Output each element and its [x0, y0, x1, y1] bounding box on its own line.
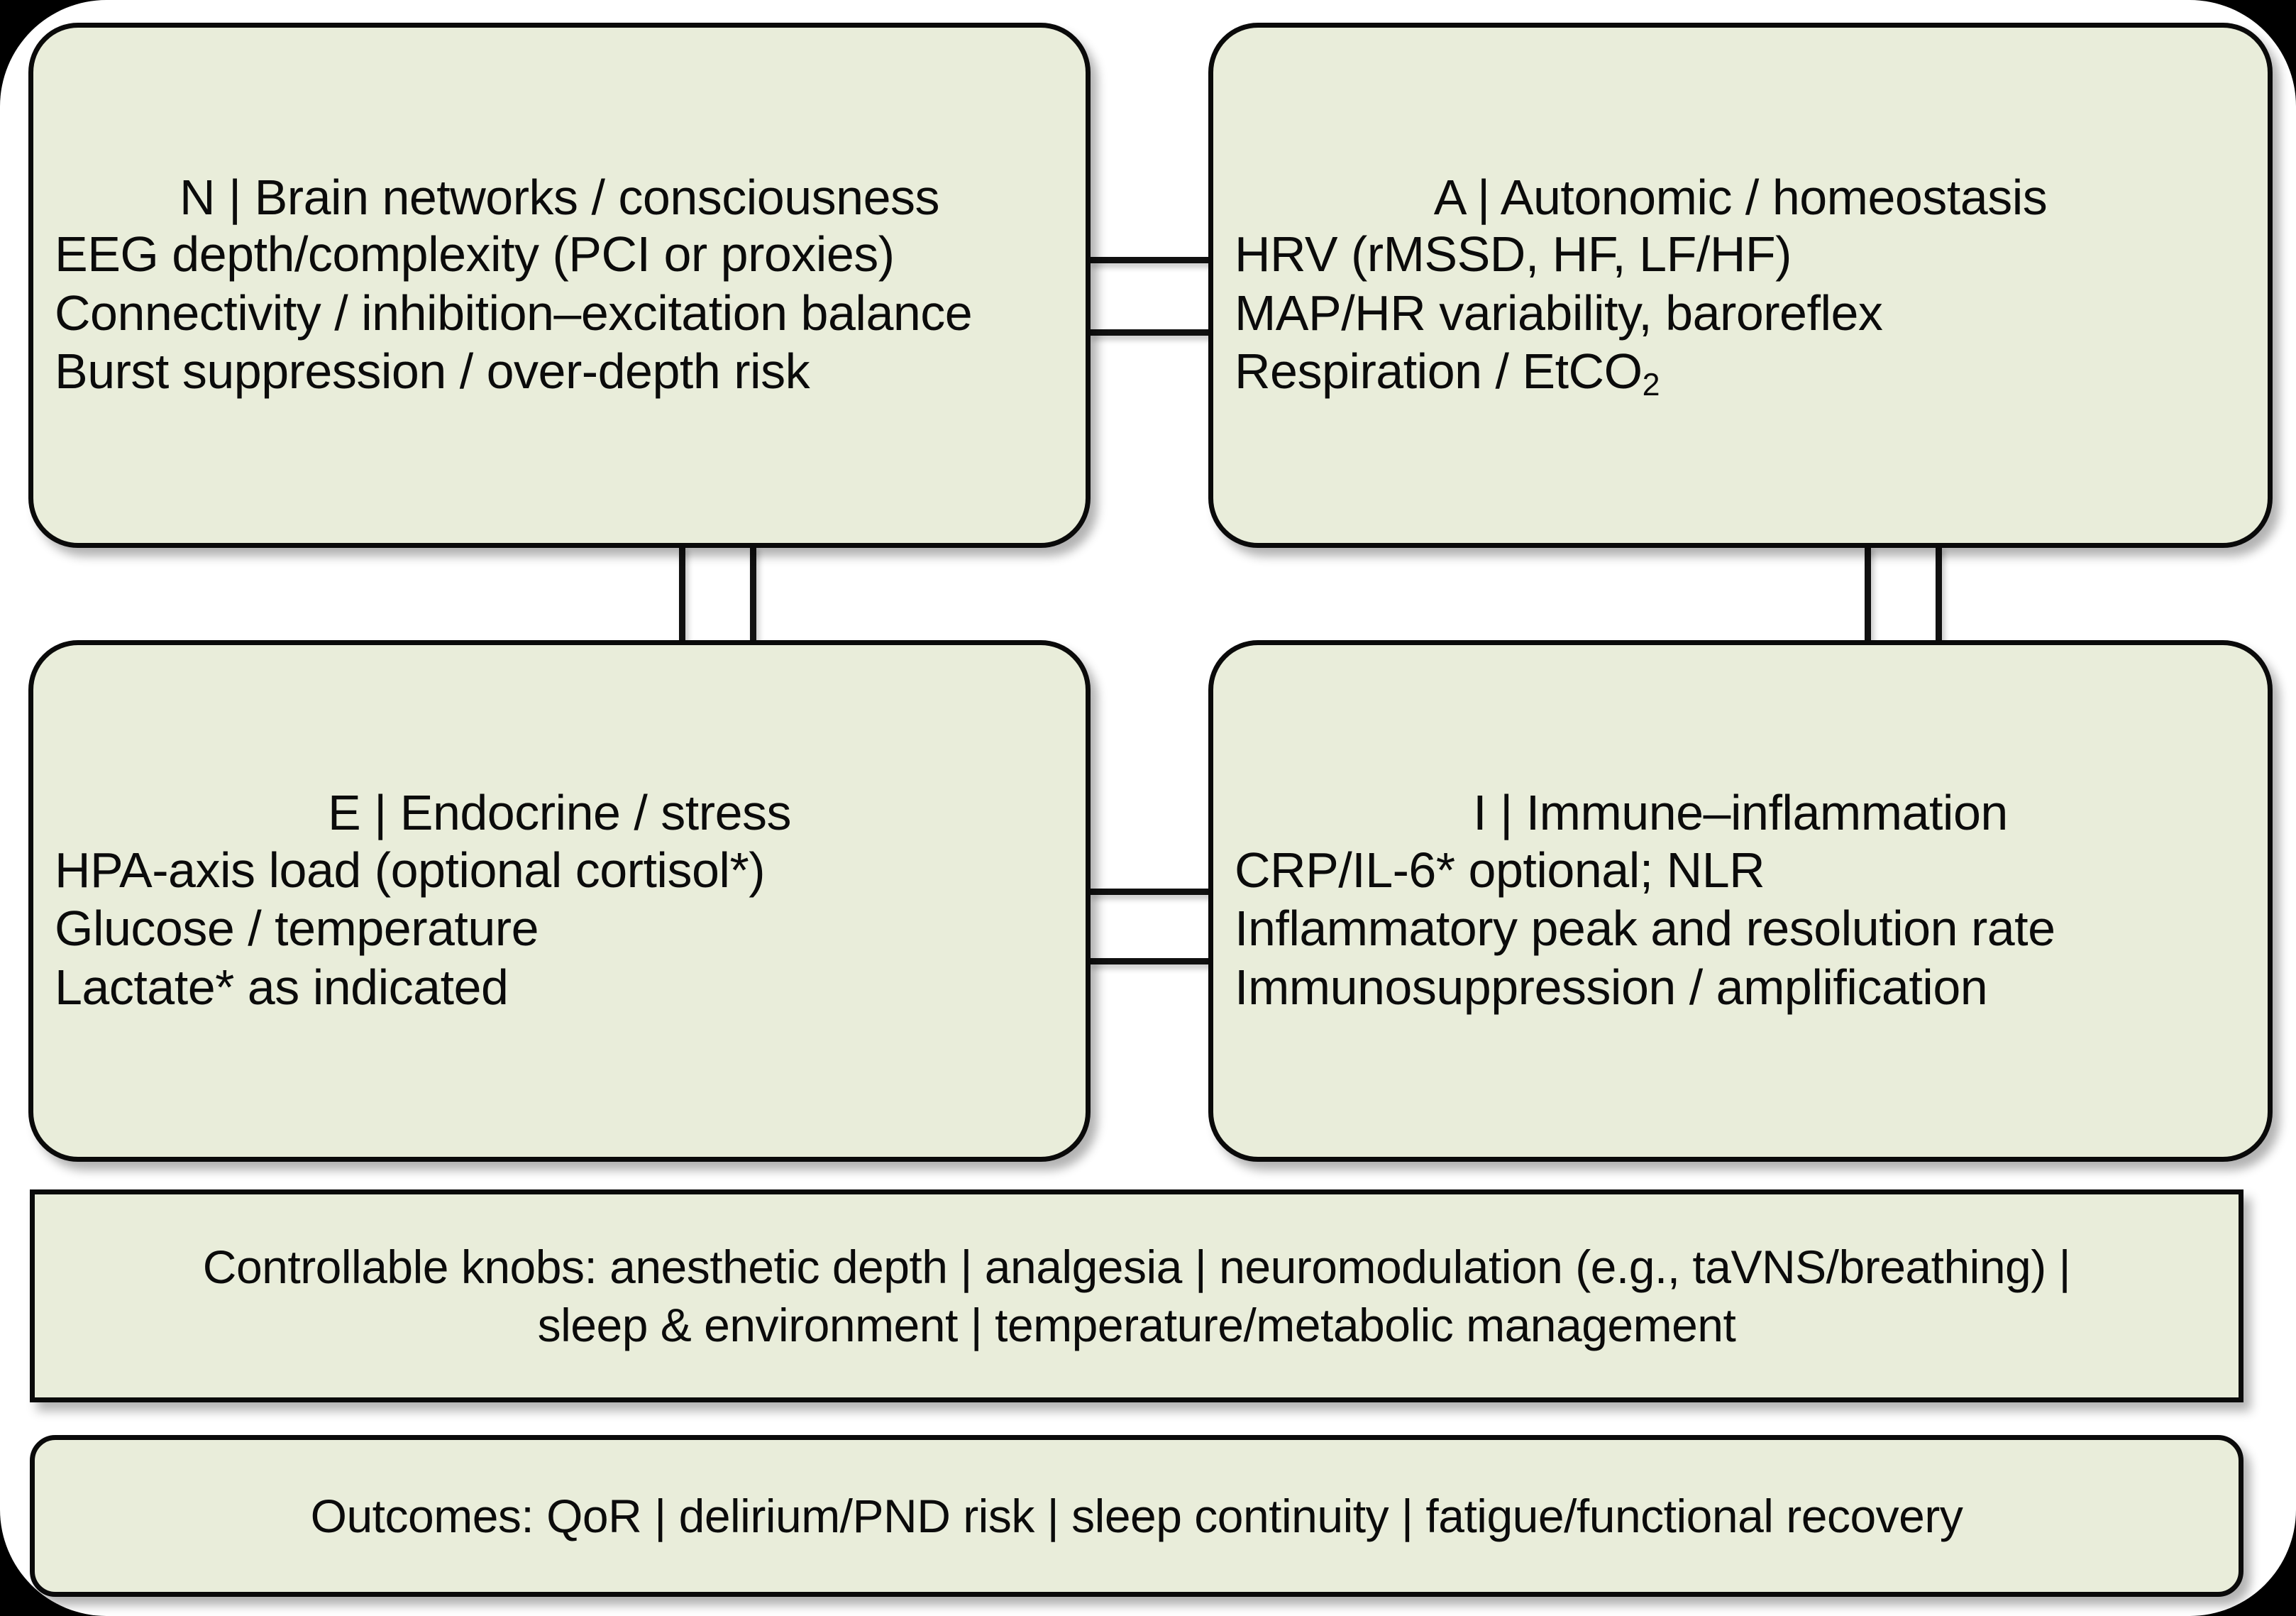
node-brain-networks-line-2: Connectivity / inhibition–excitation bal…	[55, 285, 973, 341]
connector-brain-endocrine-left	[679, 545, 685, 644]
node-brain-networks-line-3: Burst suppression / over-depth risk	[55, 343, 810, 400]
node-brain-networks-line-1: EEG depth/complexity (PCI or proxies)	[55, 226, 895, 282]
connector-brain-autonomic-upper	[1089, 257, 1211, 263]
node-brain-networks[interactable]: N | Brain networks / consciousness EEG d…	[28, 23, 1091, 548]
node-autonomic-homeostasis-line-3-main: Respiration / EtCO	[1235, 343, 1643, 400]
bar-outcomes-line-1: Outcomes: QoR | delirium/PND risk | slee…	[310, 1489, 1963, 1542]
connector-brain-endocrine-right	[750, 545, 756, 644]
node-autonomic-homeostasis-body: HRV (rMSSD, HF, LF/HF) MAP/HR variabilit…	[1213, 225, 2268, 403]
node-endocrine-stress[interactable]: E | Endocrine / stress HPA-axis load (op…	[28, 640, 1091, 1162]
node-endocrine-stress-line-2: Glucose / temperature	[55, 901, 539, 957]
node-immune-inflammation[interactable]: I | Immune–inflammation CRP/IL-6* option…	[1208, 640, 2273, 1162]
bar-controllable-knobs[interactable]: Controllable knobs: anesthetic depth | a…	[30, 1189, 2243, 1402]
node-autonomic-homeostasis-line-2: MAP/HR variability, baroreflex	[1235, 285, 1883, 341]
bar-outcomes[interactable]: Outcomes: QoR | delirium/PND risk | slee…	[30, 1435, 2243, 1597]
bar-outcomes-text: Outcomes: QoR | delirium/PND risk | slee…	[35, 1487, 2239, 1546]
bar-controllable-knobs-text: Controllable knobs: anesthetic depth | a…	[35, 1238, 2239, 1355]
node-autonomic-homeostasis-title: A | Autonomic / homeostasis	[1433, 169, 2048, 225]
node-immune-inflammation-line-1: CRP/IL-6* optional; NLR	[1235, 842, 1765, 898]
node-endocrine-stress-line-3: Lactate* as indicated	[55, 959, 509, 1015]
node-endocrine-stress-body: HPA-axis load (optional cortisol*) Gluco…	[33, 841, 1086, 1017]
connector-endocrine-immune-upper	[1089, 889, 1211, 895]
node-autonomic-homeostasis[interactable]: A | Autonomic / homeostasis HRV (rMSSD, …	[1208, 23, 2273, 548]
node-autonomic-homeostasis-line-1: HRV (rMSSD, HF, LF/HF)	[1235, 226, 1792, 282]
node-immune-inflammation-body: CRP/IL-6* optional; NLR Inflammatory pea…	[1213, 841, 2268, 1017]
node-endocrine-stress-title: E | Endocrine / stress	[327, 785, 792, 841]
node-immune-inflammation-line-3: Immunosuppression / amplification	[1235, 959, 1988, 1015]
bar-controllable-knobs-line-1: Controllable knobs: anesthetic depth | a…	[202, 1240, 2071, 1293]
node-autonomic-homeostasis-line-3-subscript: 2	[1642, 367, 1660, 403]
connector-autonomic-immune-left	[1865, 545, 1871, 644]
connector-endocrine-immune-lower	[1089, 958, 1211, 964]
connector-brain-autonomic-lower	[1089, 329, 1211, 336]
bar-controllable-knobs-line-2: sleep & environment | temperature/metabo…	[537, 1299, 1736, 1351]
node-brain-networks-title: N | Brain networks / consciousness	[179, 169, 940, 225]
node-immune-inflammation-title: I | Immune–inflammation	[1473, 785, 2008, 841]
connector-autonomic-immune-right	[1936, 545, 1942, 644]
node-endocrine-stress-line-1: HPA-axis load (optional cortisol*)	[55, 842, 766, 898]
node-autonomic-homeostasis-line-3: Respiration / EtCO2	[1235, 342, 2249, 403]
node-brain-networks-body: EEG depth/complexity (PCI or proxies) Co…	[33, 225, 1086, 401]
node-immune-inflammation-line-2: Inflammatory peak and resolution rate	[1235, 901, 2055, 957]
